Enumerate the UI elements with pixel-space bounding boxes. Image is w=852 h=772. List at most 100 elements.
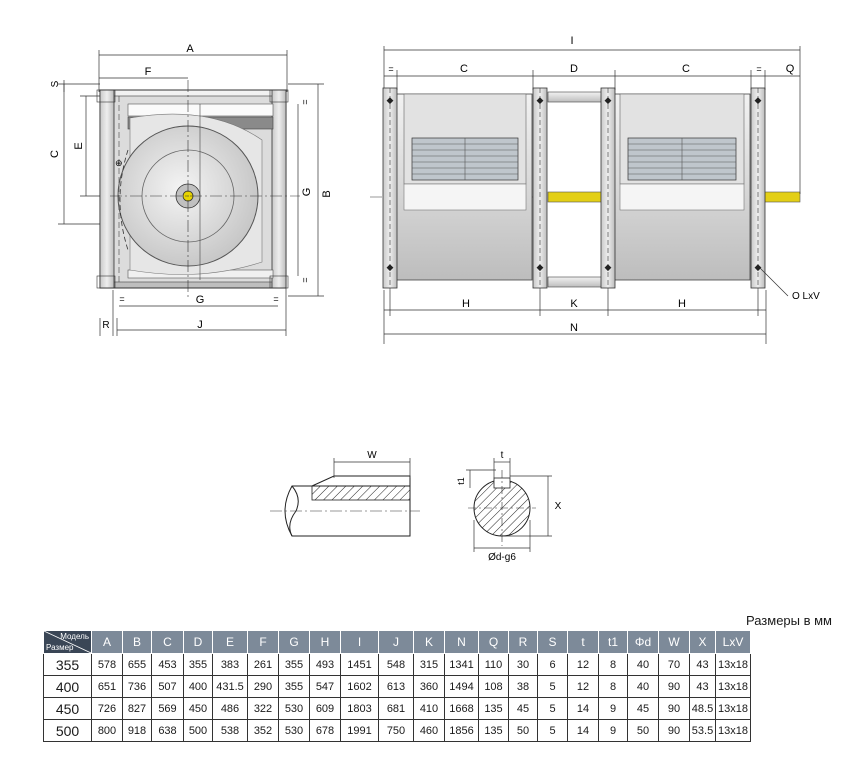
table-cell: 383 (212, 653, 248, 676)
column-header: K (413, 630, 445, 654)
header-model-label: Модель (60, 632, 89, 641)
table-cell: 290 (247, 675, 279, 698)
table-cell: 135 (478, 697, 509, 720)
diagonal-divider (44, 631, 91, 653)
column-header: I (340, 630, 379, 654)
table-cell: 13x18 (715, 675, 751, 698)
table-cell: 40 (627, 653, 659, 676)
table-cell: 681 (378, 697, 414, 720)
table-cell: 460 (413, 719, 445, 742)
table-cell: 726 (91, 697, 123, 720)
table-cell: 315 (413, 653, 445, 676)
table-cell: 5 (537, 697, 568, 720)
svg-text:◆: ◆ (755, 95, 762, 105)
column-header: F (247, 630, 279, 654)
table-cell: 30 (508, 653, 538, 676)
table-cell: 90 (658, 719, 690, 742)
table-cell: 655 (122, 653, 152, 676)
dim-D: D (570, 63, 578, 75)
dim-H-right: H (678, 298, 686, 310)
model-cell: 450 (43, 697, 92, 720)
table-cell: 638 (151, 719, 184, 742)
table-cell: 53.5 (689, 719, 716, 742)
side-view: ◆◆ ◆◆ ◆◆ ◆◆ I C D C (370, 35, 820, 344)
svg-text:=: = (119, 294, 124, 304)
column-header: R (508, 630, 538, 654)
svg-text:◆: ◆ (605, 95, 612, 105)
dim-X: X (555, 501, 562, 512)
table-cell: 486 (212, 697, 248, 720)
table-cell: 493 (309, 653, 341, 676)
table-cell: 431.5 (212, 675, 248, 698)
table-cell: 13x18 (715, 697, 751, 720)
dim-I: I (570, 35, 573, 47)
table-cell: 548 (378, 653, 414, 676)
table-cell: 9 (598, 719, 628, 742)
svg-text:◆: ◆ (537, 95, 544, 105)
table-cell: 530 (278, 719, 310, 742)
dim-N: N (570, 322, 578, 334)
table-cell: 613 (378, 675, 414, 698)
svg-text:◆: ◆ (537, 262, 544, 272)
table-cell: 352 (247, 719, 279, 742)
table-cell: 45 (627, 697, 659, 720)
column-header: G (278, 630, 310, 654)
table-cell: 43 (689, 675, 716, 698)
svg-text:=: = (388, 64, 393, 74)
table-cell: 90 (658, 675, 690, 698)
column-header: X (689, 630, 716, 654)
table-cell: 538 (212, 719, 248, 742)
table-cell: 8 (598, 653, 628, 676)
dim-F: F (145, 66, 152, 78)
header-size-label: Размер (46, 643, 74, 652)
table-cell: 5 (537, 719, 568, 742)
table-cell: 1602 (340, 675, 379, 698)
dim-t: t (501, 450, 504, 461)
model-cell: 355 (43, 653, 92, 676)
table-cell: 1451 (340, 653, 379, 676)
table-cell: 827 (122, 697, 152, 720)
table-cell: 678 (309, 719, 341, 742)
table-cell: 400 (183, 675, 213, 698)
shaft-detail: W t t1 X Ød-g6 (270, 450, 562, 563)
svg-text:=: = (756, 64, 761, 74)
table-cell: 110 (478, 653, 509, 676)
table-cell: 355 (278, 675, 310, 698)
table-cell: 1803 (340, 697, 379, 720)
column-header: LxV (715, 630, 751, 654)
table-cell: 14 (567, 719, 599, 742)
header-corner-cell: Модель Размер (43, 630, 92, 654)
shaft-middle (547, 191, 603, 203)
table-cell: 50 (508, 719, 538, 742)
svg-text:=: = (273, 294, 278, 304)
table-cell: 108 (478, 675, 509, 698)
technical-drawing: + + ⊕ (49, 35, 820, 563)
table-cell: 569 (151, 697, 184, 720)
table-cell: 1341 (444, 653, 479, 676)
table-cell: 70 (658, 653, 690, 676)
column-header: J (378, 630, 414, 654)
dim-E: E (73, 142, 85, 149)
dim-Q: Q (786, 63, 795, 75)
dim-R: R (102, 320, 109, 331)
table-cell: 90 (658, 697, 690, 720)
svg-text:=: = (300, 277, 310, 282)
table-cell: 453 (151, 653, 184, 676)
table-cell: 918 (122, 719, 152, 742)
table-cell: 12 (567, 675, 599, 698)
dim-t1: t1 (456, 477, 466, 485)
table-cell: 9 (598, 697, 628, 720)
dim-shaft-diameter: Ød-g6 (488, 552, 516, 563)
table-cell: 355 (183, 653, 213, 676)
table-cell: 13x18 (715, 719, 751, 742)
dim-B: B (321, 190, 333, 197)
table-cell: 547 (309, 675, 341, 698)
table-cell: 507 (151, 675, 184, 698)
table-cell: 360 (413, 675, 445, 698)
column-header: t (567, 630, 599, 654)
dim-C: C (49, 150, 61, 158)
